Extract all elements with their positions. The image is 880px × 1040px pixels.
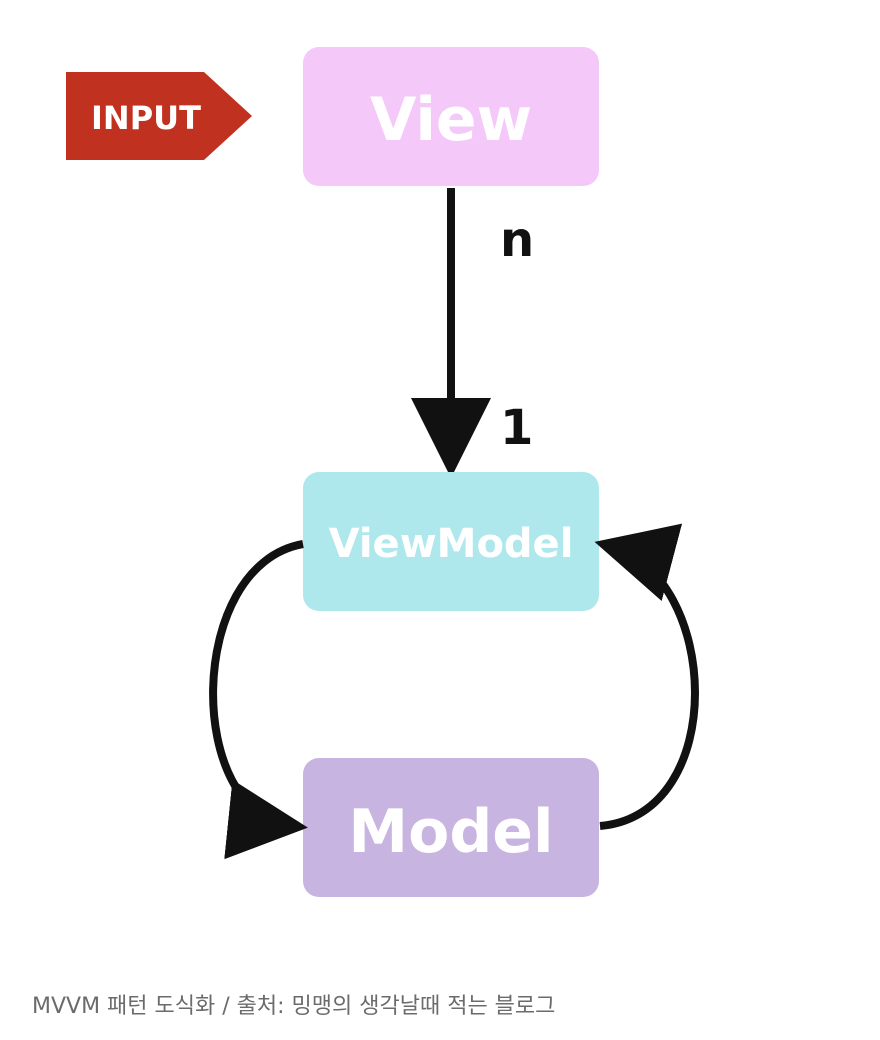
viewmodel-box — [303, 472, 599, 611]
view-box — [303, 47, 599, 186]
input-tag: INPUT — [66, 72, 252, 160]
view-label: View — [370, 85, 532, 155]
view-node: View — [303, 47, 599, 186]
model-node: Model — [303, 758, 599, 897]
viewmodel-node: ViewModel — [303, 472, 599, 611]
model-box — [303, 758, 599, 897]
model-label: Model — [348, 797, 553, 867]
mvvm-diagram: INPUT View n 1 ViewModel Model — [66, 47, 699, 897]
multiplicity-n: n — [500, 212, 534, 268]
input-tag-label: INPUT — [91, 99, 201, 137]
viewmodel-to-model-arrow — [209, 540, 308, 860]
input-tag-shape — [66, 72, 252, 160]
multiplicity-1: 1 — [500, 400, 533, 456]
model-to-viewmodel-arrow — [594, 523, 699, 830]
figure-caption: MVVM 패턴 도식화 / 출처: 밍맹의 생각날때 적는 블로그 — [32, 994, 556, 1019]
viewmodel-label: ViewModel — [329, 521, 574, 567]
